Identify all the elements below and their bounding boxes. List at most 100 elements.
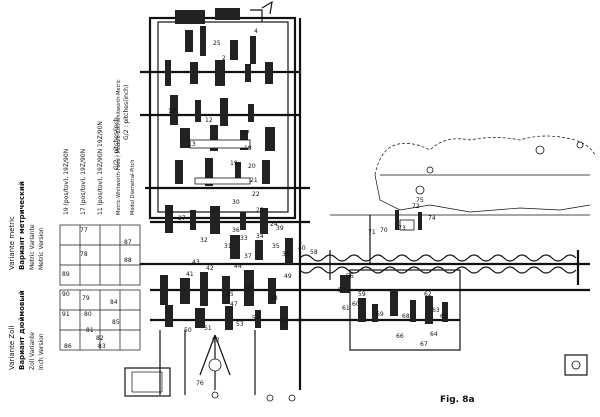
num-label: 77 bbox=[80, 227, 88, 234]
num-label: 33 bbox=[240, 235, 248, 242]
num-label: 13 bbox=[188, 141, 196, 148]
pitch-text-6: Metric-Whitworth-Feed / Modulo-Zoll-Whit… bbox=[116, 79, 122, 215]
num-label: 85 bbox=[112, 319, 120, 326]
gear-train-upper bbox=[165, 26, 275, 186]
sidebar-text-5: Variante metric bbox=[8, 216, 16, 270]
num-label: 24 bbox=[270, 221, 278, 228]
num-label: 71 bbox=[368, 229, 376, 236]
num-label: 91 bbox=[62, 311, 70, 318]
num-label: 79 bbox=[82, 295, 90, 302]
num-label: 72 bbox=[412, 203, 420, 210]
num-label: 86 bbox=[64, 343, 72, 350]
num-label: 18 bbox=[244, 145, 252, 152]
num-label: 29 bbox=[212, 207, 220, 214]
pitch-text-3: 19 (pos/tov), 19Z/90N bbox=[63, 149, 70, 215]
gear-tables bbox=[59, 224, 141, 351]
pitch-text-2: G/2 : pitches(inch) bbox=[123, 85, 130, 140]
num-label: 46 bbox=[244, 285, 252, 292]
num-label: 10 bbox=[168, 108, 176, 115]
num-label: 34 bbox=[256, 233, 264, 240]
num-label: 59 bbox=[358, 291, 366, 298]
sidebar-text-2: Вариант дюймовый bbox=[18, 290, 26, 370]
num-label: 52 bbox=[212, 337, 220, 344]
num-label: 31 bbox=[224, 243, 232, 250]
num-label: 50 bbox=[184, 327, 192, 334]
num-label: 21 bbox=[250, 177, 258, 184]
gear-train-lower bbox=[159, 18, 302, 395]
sidebar-text-4: Inch Version bbox=[38, 333, 45, 370]
num-label: 82 bbox=[96, 335, 104, 342]
num-label: 40 bbox=[298, 245, 306, 252]
num-label: 60 bbox=[352, 301, 360, 308]
carriage-outline bbox=[330, 135, 596, 216]
num-label: 84 bbox=[110, 299, 118, 306]
num-label: 30 bbox=[232, 199, 240, 206]
num-label: 68 bbox=[402, 313, 410, 320]
num-label: 54 bbox=[252, 315, 260, 322]
num-label: 51 bbox=[204, 325, 212, 332]
apron-mechanism bbox=[329, 210, 588, 376]
num-label: 49 bbox=[284, 273, 292, 280]
num-label: 66 bbox=[396, 333, 404, 340]
num-label: 75 bbox=[416, 197, 424, 204]
num-label: 36 bbox=[232, 227, 240, 234]
num-label: 4 bbox=[254, 28, 258, 35]
num-label: 55 bbox=[280, 317, 288, 324]
num-label: 56 bbox=[346, 273, 354, 280]
num-label: 65 bbox=[440, 313, 448, 320]
sidebar-text-3: Zoll Variante bbox=[29, 332, 36, 370]
num-label: 39 bbox=[276, 225, 284, 232]
num-label: 44 bbox=[234, 263, 242, 270]
sidebar-text-7: Metric Variante bbox=[29, 224, 36, 270]
num-label: 20 bbox=[248, 163, 256, 170]
num-label: 63 bbox=[432, 307, 440, 314]
num-label: 80 bbox=[84, 311, 92, 318]
num-label: 38 bbox=[282, 251, 290, 258]
num-label: 43 bbox=[192, 259, 200, 266]
num-label: 87 bbox=[124, 239, 132, 246]
num-label: 89 bbox=[62, 271, 70, 278]
num-label: 22 bbox=[252, 191, 260, 198]
num-label: 23 bbox=[256, 207, 264, 214]
num-label: 47 bbox=[230, 301, 238, 308]
num-label: 57 bbox=[338, 287, 346, 294]
num-label: 67 bbox=[420, 341, 428, 348]
sidebar-text-6: Вариант метрический bbox=[18, 181, 26, 270]
num-label: 61 bbox=[342, 305, 350, 312]
num-label: 88 bbox=[124, 257, 132, 264]
num-label: 90 bbox=[62, 291, 70, 298]
num-label: 37 bbox=[244, 253, 252, 260]
sidebar-text-8: Metric Version bbox=[38, 227, 45, 270]
num-label: 76 bbox=[196, 380, 204, 387]
pitch-notes: G/2 : pitches/inch G/2 : pitches(inch) 1… bbox=[63, 79, 136, 215]
num-label: 78 bbox=[80, 251, 88, 258]
num-label: 62 bbox=[424, 291, 432, 298]
num-label: 12 bbox=[205, 117, 213, 124]
num-label: 27 bbox=[178, 215, 186, 222]
pitch-text-5: 11 (pos/tov), 19Z/90N 19Z/90N bbox=[97, 121, 104, 215]
num-label: 45 bbox=[226, 291, 234, 298]
sidebar-notes: Variante Zoll Вариант дюймовый Zoll Vari… bbox=[8, 181, 45, 370]
num-label: 17 bbox=[242, 130, 250, 137]
num-label: 70 bbox=[380, 227, 388, 234]
num-label: 81 bbox=[86, 327, 94, 334]
num-label: 64 bbox=[430, 331, 438, 338]
pitch-text-7: Modul Diametral-Pitch bbox=[130, 160, 136, 215]
number-labels: 25 2 4 10 12 13 17 18 19 20 21 22 23 24 … bbox=[62, 28, 448, 387]
pitch-text-4: 17 (pos/tov), 19Z/90N bbox=[80, 149, 87, 215]
lever-assembly bbox=[124, 334, 296, 402]
num-label: 42 bbox=[206, 265, 214, 272]
figure-label: Fig. 8a bbox=[440, 395, 475, 405]
num-label: 19 bbox=[230, 160, 238, 167]
num-label: 2 bbox=[222, 55, 226, 62]
num-label: 69 bbox=[376, 311, 384, 318]
num-label: 74 bbox=[428, 215, 436, 222]
num-label: 73 bbox=[398, 225, 406, 232]
num-label: 41 bbox=[186, 271, 194, 278]
num-label: 58 bbox=[310, 249, 318, 256]
sidebar-text-1: Variante Zoll bbox=[8, 326, 16, 370]
num-label: 35 bbox=[272, 243, 280, 250]
pitch-text-1: G/2 : pitches/inch bbox=[113, 117, 120, 170]
